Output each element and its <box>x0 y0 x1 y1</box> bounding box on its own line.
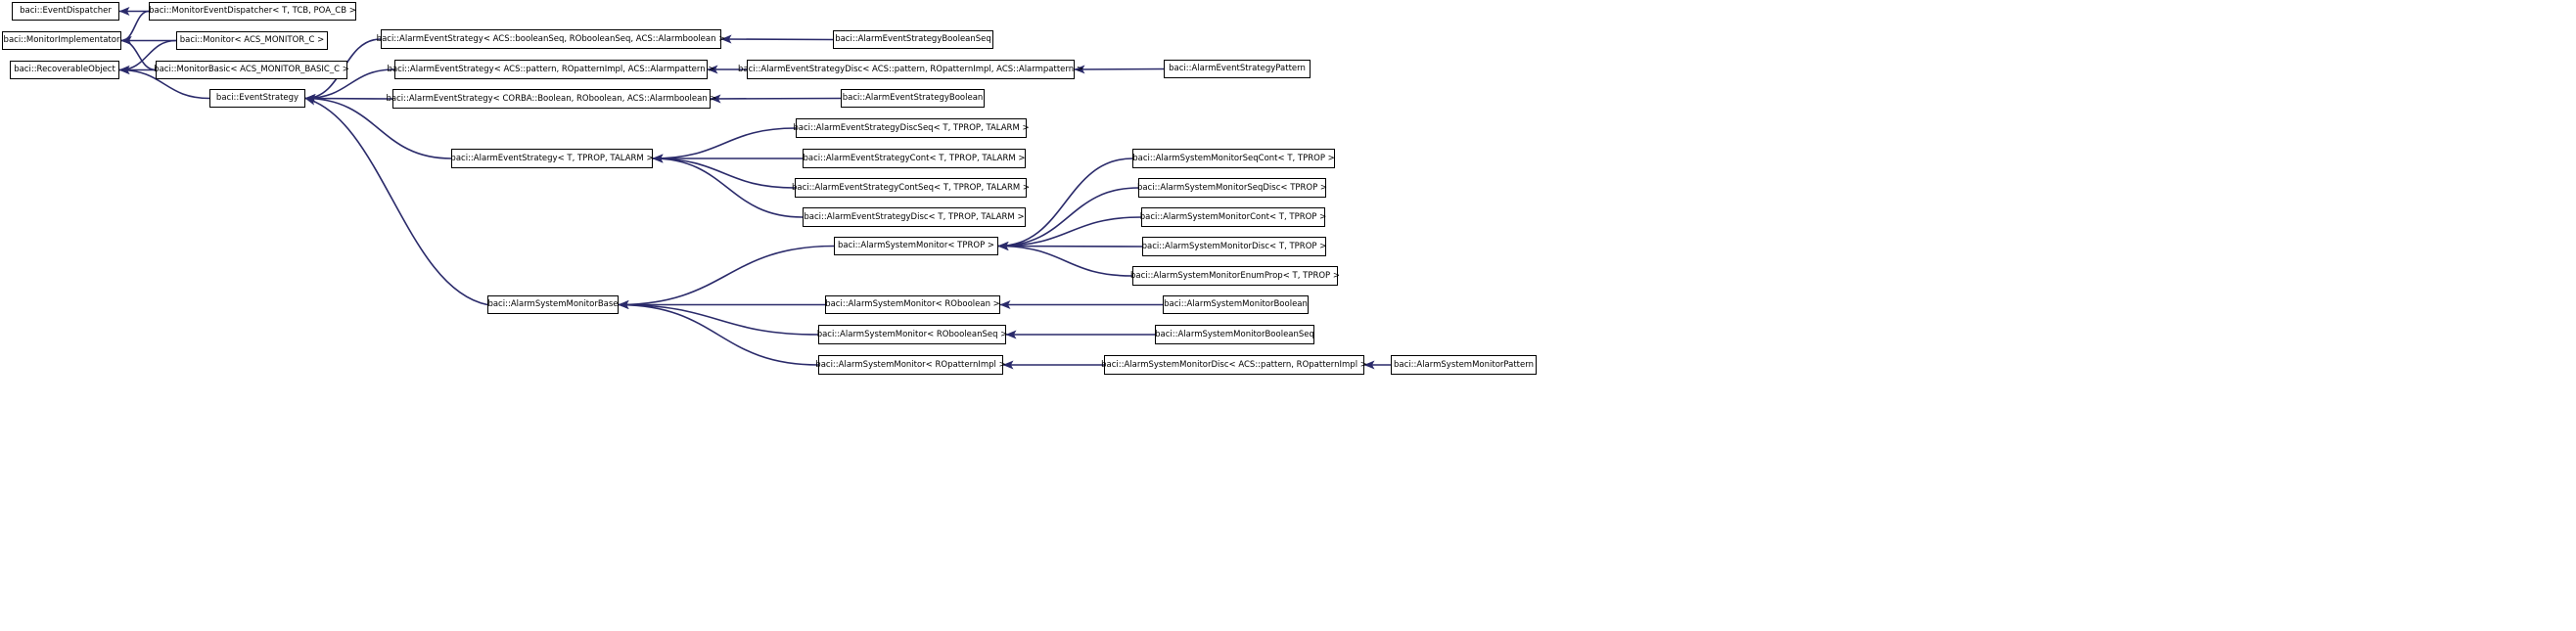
class-node-label: baci::AlarmSystemMonitor< TPROP > <box>837 241 995 251</box>
inheritance-edge <box>997 242 1143 251</box>
class-node[interactable]: baci::AlarmEventStrategyCont< T, TPROP, … <box>803 149 1026 168</box>
inheritance-edge <box>997 242 1133 277</box>
class-node[interactable]: baci::Monitor< ACS_MONITOR_C > <box>176 31 328 50</box>
class-node[interactable]: baci::MonitorBasic< ACS_MONITOR_BASIC_C … <box>154 61 349 79</box>
class-node-label: baci::MonitorBasic< ACS_MONITOR_BASIC_C … <box>154 65 349 75</box>
class-node-label: baci::AlarmSystemMonitor< ROboolean > <box>825 299 1000 310</box>
class-node[interactable]: baci::AlarmSystemMonitorPattern <box>1391 355 1537 375</box>
class-node-label: baci::AlarmEventStrategy< ACS::booleanSe… <box>376 33 726 44</box>
inheritance-edge <box>652 154 796 189</box>
class-node-label: baci::AlarmSystemMonitorSeqDisc< TPROP > <box>1136 182 1328 193</box>
class-node[interactable]: baci::AlarmSystemMonitorBooleanSeq <box>1155 325 1314 344</box>
class-node-label: baci::AlarmEventStrategyCont< T, TPROP, … <box>803 153 1026 163</box>
class-node-label: baci::AlarmEventStrategyDiscSeq< T, TPRO… <box>793 122 1030 133</box>
class-node[interactable]: baci::AlarmSystemMonitorSeqCont< T, TPRO… <box>1132 149 1335 168</box>
class-node-label: baci::AlarmSystemMonitorDisc< ACS::patte… <box>1101 359 1367 370</box>
class-node-label: baci::AlarmEventStrategyPattern <box>1169 64 1306 74</box>
class-node-label: baci::AlarmSystemMonitorBoolean <box>1164 299 1308 310</box>
class-node[interactable]: baci::AlarmSystemMonitorDisc< T, TPROP > <box>1142 237 1326 256</box>
class-node[interactable]: baci::AlarmSystemMonitor< TPROP > <box>834 237 998 255</box>
class-node[interactable]: baci::RecoverableObject <box>10 61 119 79</box>
class-node-label: baci::RecoverableObject <box>14 65 115 75</box>
class-node[interactable]: baci::AlarmEventStrategyDisc< ACS::patte… <box>738 60 1083 79</box>
inheritance-edge <box>304 94 393 104</box>
class-node[interactable]: baci::AlarmSystemMonitorDisc< ACS::patte… <box>1101 355 1367 375</box>
class-node[interactable]: baci::AlarmSystemMonitorEnumProp< T, TPR… <box>1130 266 1340 286</box>
class-node[interactable]: baci::AlarmSystemMonitor< ROboolean > <box>825 295 1000 314</box>
class-node-label: baci::AlarmEventStrategy< ACS::pattern, … <box>387 64 715 74</box>
class-node[interactable]: baci::AlarmEventStrategyContSeq< T, TPRO… <box>792 178 1030 198</box>
class-node-label: baci::EventStrategy <box>215 93 299 104</box>
class-node[interactable]: baci::AlarmSystemMonitor< RObooleanSeq > <box>817 325 1007 344</box>
class-node[interactable]: baci::AlarmEventStrategyBooleanSeq <box>833 30 993 49</box>
class-node-label: baci::Monitor< ACS_MONITOR_C > <box>179 35 325 46</box>
class-node-label: baci::AlarmEventStrategyBoolean <box>842 93 984 104</box>
inheritance-edge <box>618 245 835 309</box>
class-node-label: baci::AlarmSystemMonitorBase <box>487 299 619 310</box>
class-node[interactable]: baci::AlarmEventStrategy< CORBA::Boolean… <box>386 89 717 109</box>
inheritance-edge <box>304 96 488 306</box>
class-node-label: baci::AlarmEventStrategyDisc< ACS::patte… <box>738 64 1083 74</box>
inheritance-edge <box>652 127 797 163</box>
inheritance-edge <box>652 154 804 218</box>
class-node[interactable]: baci::EventStrategy <box>209 89 305 108</box>
class-node-label: baci::AlarmEventStrategy< CORBA::Boolean… <box>386 93 717 104</box>
class-node-label: baci::AlarmSystemMonitorCont< T, TPROP > <box>1139 211 1327 222</box>
class-node[interactable]: baci::EventDispatcher <box>12 2 119 21</box>
class-node[interactable]: baci::AlarmEventStrategy< ACS::booleanSe… <box>377 29 725 49</box>
class-node[interactable]: baci::AlarmSystemMonitorBase <box>487 295 619 314</box>
class-node-label: baci::MonitorImplementator <box>3 35 120 46</box>
class-node-label: baci::AlarmEventStrategyContSeq< T, TPRO… <box>791 182 1031 193</box>
class-node[interactable]: baci::AlarmEventStrategyBoolean <box>841 89 985 108</box>
class-node-label: baci::AlarmSystemMonitorBooleanSeq <box>1155 329 1314 339</box>
class-node-label: baci::AlarmEventStrategyBooleanSeq <box>835 34 991 45</box>
inheritance-edge <box>710 94 842 104</box>
class-node[interactable]: baci::AlarmEventStrategyPattern <box>1164 60 1311 78</box>
inheritance-edge <box>618 300 819 336</box>
class-node-label: baci::AlarmSystemMonitor< RObooleanSeq > <box>816 329 1008 339</box>
inheritance-edge <box>997 158 1133 250</box>
class-node-label: baci::AlarmSystemMonitorEnumProp< T, TPR… <box>1130 270 1340 281</box>
class-node-label: baci::AlarmSystemMonitor< ROpatternImpl … <box>815 359 1006 370</box>
class-node-label: baci::AlarmSystemMonitorPattern <box>1394 359 1534 370</box>
class-node[interactable]: baci::MonitorEventDispatcher< T, TCB, PO… <box>149 2 356 21</box>
inheritance-edge <box>720 34 834 44</box>
class-node[interactable]: baci::AlarmSystemMonitorSeqDisc< TPROP > <box>1137 178 1327 198</box>
class-node-label: baci::AlarmEventStrategy< T, TPROP, TALA… <box>450 153 654 163</box>
class-node[interactable]: baci::AlarmSystemMonitor< ROpatternImpl … <box>815 355 1006 375</box>
class-node-label: baci::AlarmSystemMonitorSeqCont< T, TPRO… <box>1132 153 1335 163</box>
class-node-label: baci::AlarmEventStrategyDisc< T, TPROP, … <box>804 211 1025 222</box>
class-node-label: baci::MonitorEventDispatcher< T, TCB, PO… <box>149 6 356 17</box>
class-node[interactable]: baci::MonitorImplementator <box>2 31 121 50</box>
class-node-label: baci::AlarmSystemMonitorDisc< T, TPROP > <box>1141 241 1327 251</box>
class-node[interactable]: baci::AlarmEventStrategyDisc< T, TPROP, … <box>803 207 1026 227</box>
class-node[interactable]: baci::AlarmSystemMonitorBoolean <box>1163 295 1309 314</box>
class-node[interactable]: baci::AlarmEventStrategy< ACS::pattern, … <box>388 60 714 79</box>
class-node-label: baci::EventDispatcher <box>20 6 112 17</box>
class-node[interactable]: baci::AlarmSystemMonitorCont< T, TPROP > <box>1140 207 1326 227</box>
inheritance-edge <box>120 10 150 45</box>
class-node[interactable]: baci::AlarmEventStrategyDiscSeq< T, TPRO… <box>793 118 1030 138</box>
inheritance-edge <box>618 300 819 366</box>
class-node[interactable]: baci::AlarmEventStrategy< T, TPROP, TALA… <box>450 149 654 168</box>
